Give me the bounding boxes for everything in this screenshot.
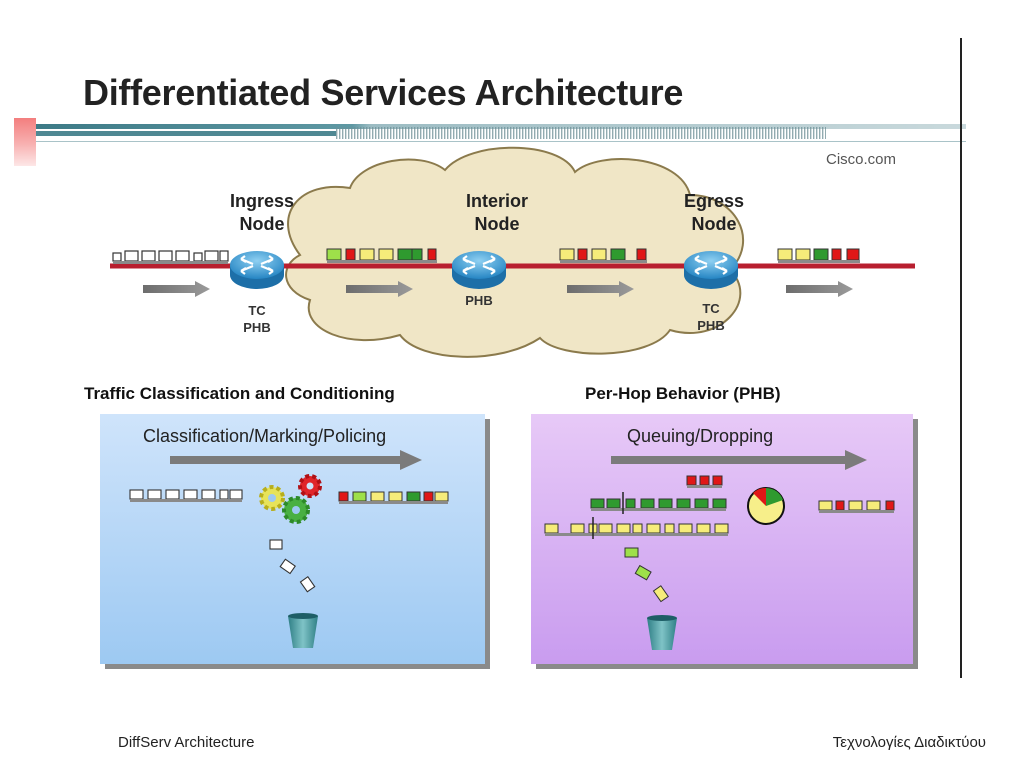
interior-node-label: Interior Node (447, 190, 547, 236)
queuing-illustration (544, 450, 895, 650)
ingress-label-line2: Node (239, 214, 285, 234)
egress-function-label: TC PHB (691, 300, 731, 334)
router-icon (684, 251, 738, 289)
router-icon (452, 251, 506, 289)
interior-label-line2: Node (474, 214, 520, 234)
brand-label: Cisco.com (826, 151, 897, 168)
interior-label-line1: Interior (465, 191, 528, 211)
egress-phb: PHB (697, 318, 725, 333)
gear-icon (259, 474, 322, 524)
phb-panel-title: Queuing/Dropping (627, 426, 774, 446)
ingress-label-line1: Ingress (229, 191, 295, 211)
marked-packets-1 (326, 248, 437, 263)
interior-function-label: PHB (459, 292, 499, 309)
left-section-title: Traffic Classification and Conditioning (84, 384, 395, 403)
egress-tc: TC (702, 301, 720, 316)
pie-scheduler-icon (747, 487, 785, 525)
egress-node-label: Egress Node (664, 190, 764, 236)
ingress-tc: TC (248, 303, 266, 318)
arrow-icon (611, 450, 867, 470)
arrow-icon (170, 450, 422, 470)
title-accent-bar (14, 118, 36, 166)
bucket-icon (647, 618, 677, 650)
ingress-node-label: Ingress Node (212, 190, 312, 236)
slide-divider (960, 38, 962, 678)
right-section-title: Per-Hop Behavior (PHB) (585, 384, 781, 403)
incoming-packets (112, 250, 229, 264)
arrow-icon (143, 281, 853, 297)
classification-panel-title: Classification/Marking/Policing (143, 426, 387, 446)
outgoing-packets (777, 248, 860, 263)
footer-right: Τεχνολογίες Διαδικτύου (832, 734, 986, 751)
footer-left: DiffServ Architecture (118, 734, 255, 751)
egress-label-line1: Egress (683, 191, 745, 211)
title-rule (36, 124, 966, 142)
router-icon (230, 251, 284, 289)
ingress-phb: PHB (243, 320, 271, 335)
egress-label-line2: Node (691, 214, 737, 234)
interior-phb: PHB (465, 293, 493, 308)
bucket-icon (288, 616, 318, 648)
ingress-function-label: TC PHB (237, 302, 277, 336)
marked-packets-2 (559, 248, 647, 263)
classification-illustration (129, 450, 449, 648)
slide-title: Differentiated Services Architecture (83, 72, 684, 113)
